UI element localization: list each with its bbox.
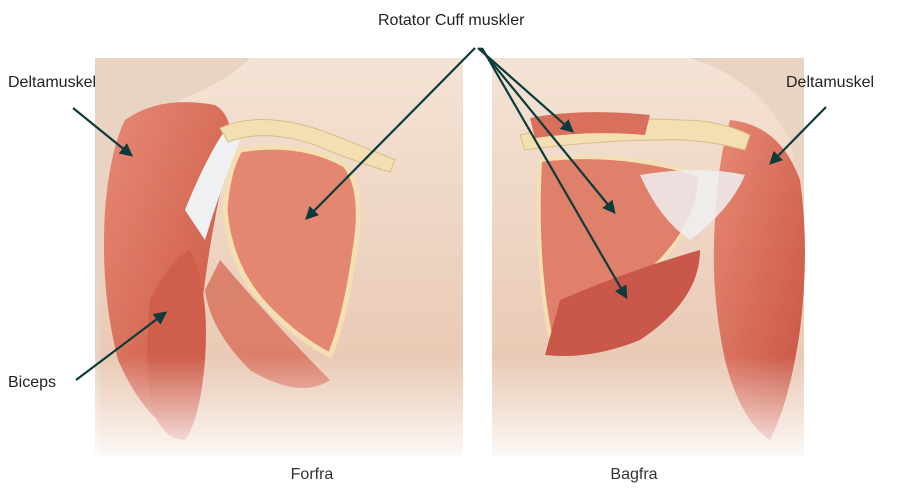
back-view-figure xyxy=(492,58,805,456)
front-view-figure xyxy=(95,58,463,456)
biceps-label: Biceps xyxy=(8,374,56,392)
back-fade-overlay xyxy=(492,58,804,456)
front-view-caption: Forfra xyxy=(252,466,372,484)
deltoid-front-label: Deltamuskel xyxy=(8,74,96,92)
front-fade-overlay xyxy=(95,58,463,456)
back-view-caption: Bagfra xyxy=(574,466,694,484)
deltoid-back-label: Deltamuskel xyxy=(786,74,874,92)
rotator-cuff-label: Rotator Cuff muskler xyxy=(378,12,524,30)
